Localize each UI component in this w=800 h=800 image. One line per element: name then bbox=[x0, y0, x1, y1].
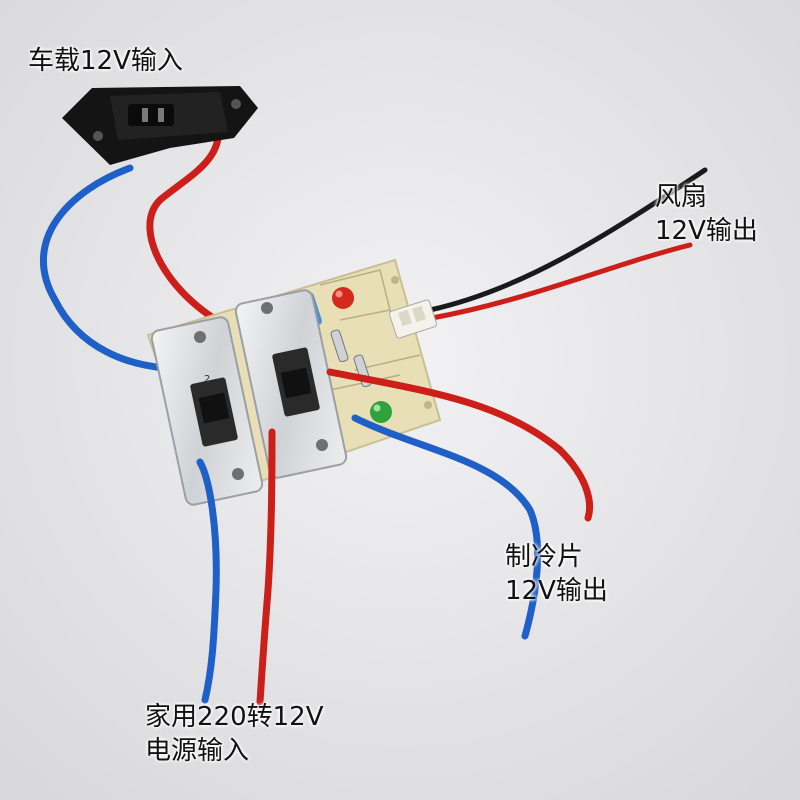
label-home-input: 家用220转12V 电源输入 bbox=[145, 700, 324, 768]
car-blue-wire bbox=[40, 164, 169, 372]
fan-output-wires bbox=[427, 167, 708, 321]
tec-red-wire bbox=[326, 368, 594, 522]
switch-2[interactable] bbox=[234, 289, 348, 479]
switch-1[interactable]: 2 bbox=[150, 316, 264, 506]
home-blue-wire bbox=[196, 458, 220, 704]
fan-output-line1: 风扇 bbox=[655, 182, 708, 212]
home-input-wires bbox=[196, 428, 276, 706]
tec-output-line2: 12V输出 bbox=[505, 576, 608, 606]
red-led bbox=[332, 287, 354, 309]
car-red-wire bbox=[146, 116, 239, 334]
car-12v-socket bbox=[62, 86, 258, 165]
label-tec-output: 制冷片 12V输出 bbox=[505, 540, 608, 608]
fan-black-wire bbox=[427, 167, 708, 313]
fan-connector bbox=[388, 299, 438, 339]
fan-output-line2: 12V输出 bbox=[655, 216, 758, 246]
home-red-wire bbox=[256, 428, 276, 706]
tec-blue-wire bbox=[351, 414, 542, 640]
green-led bbox=[370, 401, 392, 423]
tec-output-line1: 制冷片 bbox=[505, 542, 584, 572]
label-fan-output: 风扇 12V输出 bbox=[655, 180, 758, 248]
home-input-line1: 家用220转12V bbox=[145, 702, 324, 732]
car-input-text: 车载12V输入 bbox=[28, 46, 183, 76]
car-input-wires bbox=[40, 116, 239, 372]
tec-output-wires bbox=[326, 368, 594, 640]
diode bbox=[330, 329, 349, 363]
switch-1-mark: 2 bbox=[204, 374, 210, 385]
home-input-line2: 电源输入 bbox=[145, 736, 250, 766]
fan-red-wire bbox=[429, 242, 693, 321]
label-car-12v-input: 车载12V输入 bbox=[28, 44, 183, 78]
